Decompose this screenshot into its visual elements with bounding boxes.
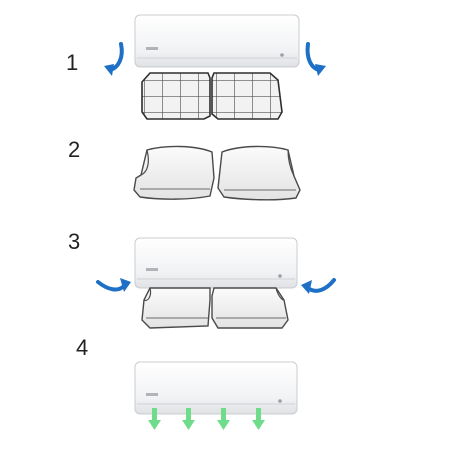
indicator-light	[280, 53, 284, 57]
step-3-group	[96, 237, 336, 329]
step-2-number: 2	[68, 137, 81, 162]
ac-unit-1	[134, 14, 300, 68]
unit-logo	[146, 47, 158, 50]
clean-filter-left-3	[141, 287, 211, 329]
down-arrow-icon	[148, 408, 161, 430]
clean-filter-right-2	[217, 145, 301, 201]
ac-unit-3	[134, 237, 298, 289]
curved-arrow-left-head	[104, 64, 114, 76]
unit-logo	[146, 268, 158, 271]
down-arrow-icon	[182, 408, 195, 430]
down-arrow-icon	[217, 408, 230, 430]
mesh-filter-left-1	[141, 72, 211, 120]
ac-unit-4	[134, 361, 298, 415]
curved-arrow-left-head	[120, 278, 131, 292]
mesh-filter-right-1	[211, 72, 283, 120]
indicator-light	[278, 274, 282, 278]
down-arrow-icon	[252, 408, 265, 430]
indicator-light	[278, 399, 282, 403]
unit-logo	[146, 393, 158, 396]
curved-arrow-right-head	[301, 280, 312, 294]
step-3-number: 3	[68, 229, 81, 254]
step-2-group	[133, 145, 301, 201]
curved-arrow-right-icon	[306, 278, 336, 293]
curved-arrow-left-icon	[96, 280, 126, 292]
step-4-group	[134, 361, 298, 430]
step-1-group	[104, 14, 326, 120]
step-4-number: 4	[76, 335, 89, 360]
clean-filter-left-2	[133, 145, 215, 200]
clean-filter-right-3	[211, 287, 289, 329]
curved-arrow-right-head	[315, 64, 326, 76]
step-1-number: 1	[66, 50, 79, 75]
